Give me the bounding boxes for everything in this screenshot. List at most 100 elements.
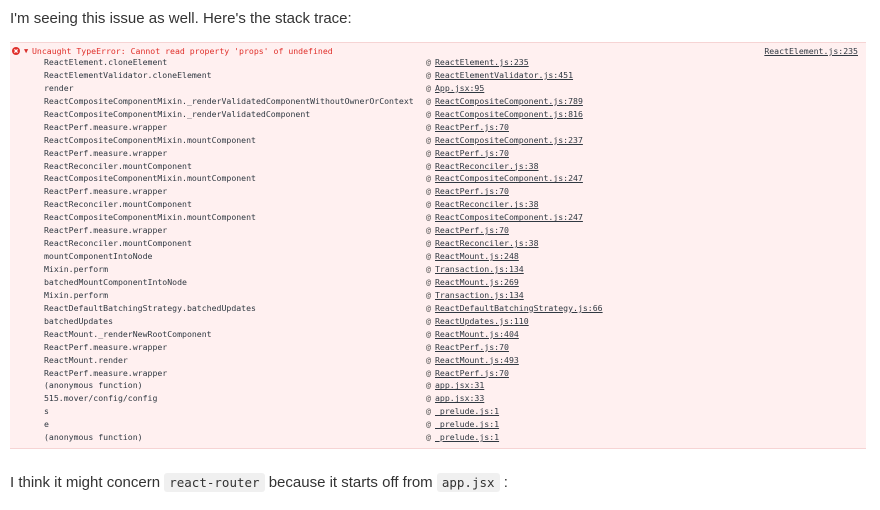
stack-frame-source-link[interactable]: ReactReconciler.js:38	[435, 160, 539, 171]
stack-frame-source-link[interactable]: ReactReconciler.js:38	[435, 238, 539, 249]
stack-frame-row: ReactElementValidator.cloneElement @ React…	[10, 69, 866, 82]
stack-frame-function: ReactCompositeComponentMixin._renderVali…	[44, 108, 311, 119]
stack-frame-function: ReactReconciler.mountComponent	[44, 199, 192, 210]
at-symbol: @	[426, 380, 431, 391]
stack-frame-row: (anonymous function) @ app.jsx:31	[10, 379, 866, 392]
stack-frame-function: ReactPerf.measure.wrapper	[44, 147, 168, 158]
stack-frame-source-link[interactable]: app.jsx:33	[435, 393, 485, 404]
stack-frame-row: (anonymous function)@_prelude.js:1	[10, 431, 866, 444]
stack-frame-function: (anonymous function)	[44, 380, 143, 391]
stack-frame-function: e	[44, 419, 49, 430]
at-symbol: @	[426, 69, 431, 80]
stack-frame-source-link[interactable]: app.jsx:31	[435, 380, 485, 391]
stack-frame-source-link[interactable]: _prelude.js:1	[435, 432, 500, 443]
stack-frame-source-link[interactable]: _prelude.js:1	[435, 406, 500, 417]
stack-frame-row: batchedMountComponentIntoNode @ ReactMount…	[10, 276, 866, 289]
at-symbol: @	[426, 354, 431, 365]
at-symbol: @	[426, 199, 431, 210]
comment-outro-text: I think it might concern react-router be…	[10, 472, 508, 494]
stack-frame-function: ReactPerf.measure.wrapper	[44, 341, 168, 352]
stack-frame-function: Mixin.perform	[44, 289, 109, 300]
stack-frame-source-link[interactable]: ReactDefaultBatchingStrategy.js:66	[435, 302, 603, 313]
stack-frame-function: ReactDefaultBatchingStrategy.batchedUpda…	[44, 302, 256, 313]
stack-frame-function: s	[44, 406, 49, 417]
stack-frame-source-link[interactable]: ReactCompositeComponent.js:237	[435, 134, 583, 145]
stack-frame-source-link[interactable]: ReactPerf.js:70	[435, 121, 509, 132]
stack-frame-function: ReactReconciler.mountComponent	[44, 160, 192, 171]
stack-frame-row: ReactPerf.measure.wrapper @ ReactPerf.js:7…	[10, 341, 866, 354]
stack-frame-source-link[interactable]: ReactCompositeComponent.js:247	[435, 173, 583, 184]
stack-frame-function: batchedUpdates	[44, 315, 114, 326]
stack-frame-row: ReactCompositeComponentMixin._renderVali…	[10, 95, 866, 108]
stack-frame-source-link[interactable]: ReactMount.js:493	[435, 354, 519, 365]
at-symbol: @	[426, 238, 431, 249]
at-symbol: @	[426, 108, 431, 119]
at-symbol: @	[426, 251, 431, 262]
stack-frame-function: ReactPerf.measure.wrapper	[44, 186, 168, 197]
stack-frame-source-link[interactable]: ReactPerf.js:70	[435, 147, 509, 158]
expand-toggle-icon[interactable]: ▼	[24, 47, 29, 55]
stack-frame-row: ReactCompositeComponentMixin.mountCompon…	[10, 211, 866, 224]
stack-frame-source-link[interactable]: ReactReconciler.js:38	[435, 199, 539, 210]
error-circle-icon	[12, 47, 20, 55]
stack-frame-source-link[interactable]: ReactMount.js:404	[435, 328, 519, 339]
stack-frames-list: ReactElement.cloneElement@ReactElement.j…	[10, 56, 866, 444]
stack-frame-source-link[interactable]: ReactCompositeComponent.js:816	[435, 108, 583, 119]
error-header-row[interactable]: ▼ Uncaught TypeError: Cannot read proper…	[10, 45, 866, 57]
stack-frame-source-link[interactable]: ReactPerf.js:70	[435, 341, 509, 352]
stack-frame-source-link[interactable]: ReactElementValidator.js:451	[435, 69, 574, 80]
stack-frame-function: ReactCompositeComponentMixin._renderVali…	[44, 95, 414, 106]
stack-frame-function: ReactPerf.measure.wrapper	[44, 367, 168, 378]
at-symbol: @	[426, 264, 431, 274]
outro-text-part: I think it might concern	[10, 474, 165, 491]
stack-frame-source-link[interactable]: ReactElement.js:235	[435, 57, 529, 67]
at-symbol: @	[426, 225, 431, 236]
stack-frame-row: render@App.jsx:95	[10, 82, 866, 95]
stack-frame-function: ReactCompositeComponentMixin.mountCompon…	[44, 212, 256, 223]
at-symbol: @	[426, 341, 431, 352]
error-source-link[interactable]: ReactElement.js:235	[764, 46, 858, 56]
stack-frame-function: ReactReconciler.mountComponent	[44, 238, 192, 249]
stack-frame-function: ReactElementValidator.cloneElement	[44, 69, 212, 80]
stack-frame-source-link[interactable]: Transaction.js:134	[435, 264, 524, 274]
stack-frame-function: batchedMountComponentIntoNode	[44, 276, 187, 287]
stack-frame-source-link[interactable]: ReactMount.js:248	[435, 251, 519, 262]
stack-frame-source-link[interactable]: ReactPerf.js:70	[435, 225, 509, 236]
comment-intro-text: I'm seeing this issue as well. Here's th…	[10, 10, 352, 27]
stack-frame-row: ReactCompositeComponentMixin.mountCompon…	[10, 134, 866, 147]
stack-frame-row: ReactReconciler.mountComponent @ ReactReco…	[10, 198, 866, 211]
at-symbol: @	[426, 367, 431, 378]
stack-frame-row: s @ _prelude.js:1	[10, 405, 866, 418]
at-symbol: @	[426, 147, 431, 158]
stack-frame-source-link[interactable]: _prelude.js:1	[435, 419, 500, 430]
stack-frame-source-link[interactable]: ReactPerf.js:70	[435, 367, 509, 378]
stack-frame-source-link[interactable]: ReactUpdates.js:110	[435, 315, 529, 326]
stack-frame-source-link[interactable]: ReactCompositeComponent.js:247	[435, 212, 583, 223]
stack-frame-row: ReactPerf.measure.wrapper @ ReactPerf.js:7…	[10, 367, 866, 380]
at-symbol: @	[426, 134, 431, 145]
stack-frame-source-link[interactable]: Transaction.js:134	[435, 289, 524, 300]
stack-frame-source-link[interactable]: ReactMount.js:269	[435, 276, 519, 287]
stack-frame-function: ReactMount.render	[44, 354, 128, 365]
stack-frame-row: batchedUpdates@ReactUpdates.js:110	[10, 315, 866, 328]
inline-code-react-router: react-router	[164, 473, 265, 492]
stack-frame-source-link[interactable]: ReactCompositeComponent.js:789	[435, 95, 583, 106]
stack-frame-function: ReactMount._renderNewRootComponent	[44, 328, 212, 339]
at-symbol: @	[426, 57, 431, 67]
at-symbol: @	[426, 186, 431, 197]
at-symbol: @	[426, 173, 431, 184]
stack-frame-row: 515.mover/config/config @ app.jsx:33	[10, 392, 866, 405]
stack-frame-function: 515.mover/config/config	[44, 393, 158, 404]
stack-frame-row: ReactCompositeComponentMixin.mountCompon…	[10, 172, 866, 185]
at-symbol: @	[426, 276, 431, 287]
stack-frame-function: mountComponentIntoNode	[44, 251, 153, 262]
stack-frame-source-link[interactable]: ReactPerf.js:70	[435, 186, 509, 197]
at-symbol: @	[426, 406, 431, 417]
at-symbol: @	[426, 393, 431, 404]
at-symbol: @	[426, 289, 431, 300]
stack-frame-row: ReactReconciler.mountComponent @ ReactReco…	[10, 237, 866, 250]
stack-frame-function: ReactCompositeComponentMixin.mountCompon…	[44, 134, 256, 145]
stack-frame-function: ReactPerf.measure.wrapper	[44, 225, 168, 236]
stack-frame-row: ReactElement.cloneElement@ReactElement.j…	[10, 56, 866, 69]
stack-frame-source-link[interactable]: App.jsx:95	[435, 82, 485, 93]
